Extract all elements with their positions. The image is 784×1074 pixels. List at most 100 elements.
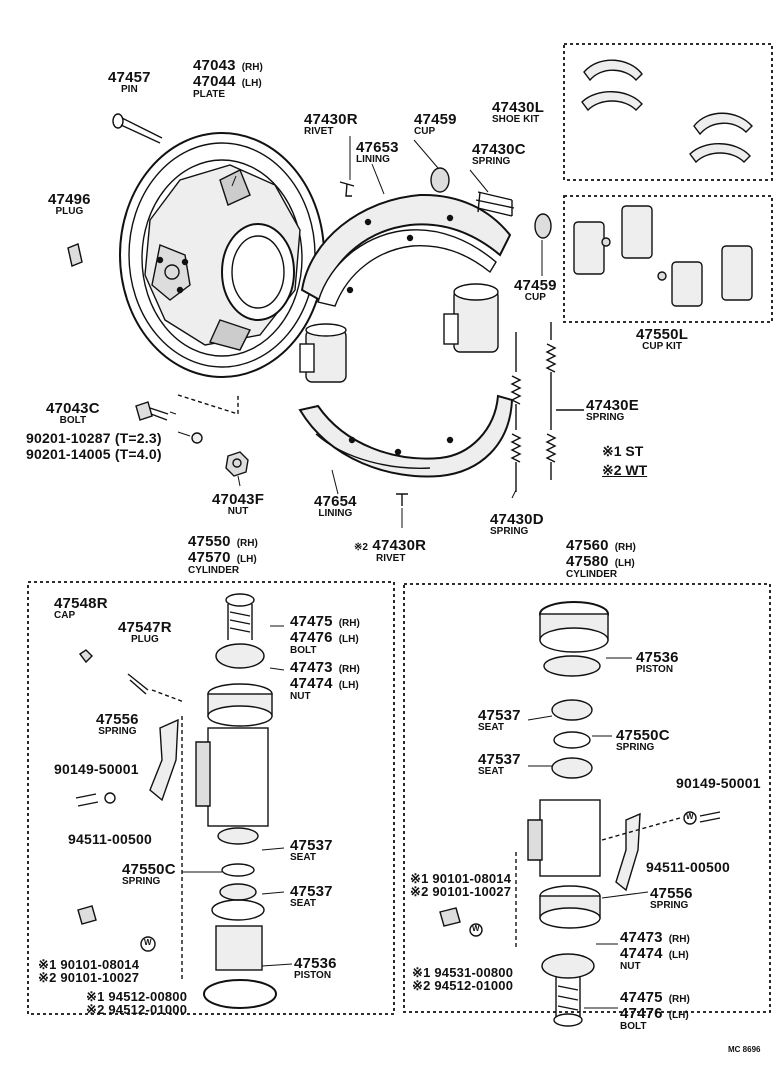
- label-washer-std-left: ※1 94512-00800 ※2 94512-01000: [86, 990, 187, 1016]
- part-name: RIVET: [304, 126, 334, 137]
- part-name: PLUG: [130, 634, 159, 645]
- label-spring-556-left: 47556 SPRING: [96, 712, 139, 737]
- part-number: 47653: [356, 139, 399, 156]
- left-cylinder-box: [27, 581, 395, 1015]
- part-name: RIVET: [376, 553, 406, 564]
- suffix-rh: (RH): [668, 934, 690, 945]
- part-number: 47459: [514, 277, 557, 294]
- part-number: 47430E: [586, 397, 639, 414]
- label-bolt-c: 47043C BOLT: [46, 401, 100, 426]
- label-spring-e: 47430E SPRING: [586, 398, 639, 423]
- shoe-kit-box: [563, 43, 773, 181]
- adjuster-bolt-drawing: [135, 401, 249, 477]
- part-name: PISTON: [294, 970, 332, 981]
- washer-mark-left: W: [144, 938, 152, 947]
- pin-drawing: [112, 113, 163, 144]
- label-washer-4-0: 90201-14005 (T=4.0): [26, 446, 162, 462]
- part-number: 47459: [414, 111, 457, 128]
- label-spring-c: 47430C SPRING: [472, 142, 526, 167]
- part-name: CUP: [414, 126, 436, 137]
- part-number-rh: 47475: [290, 613, 333, 630]
- right-cylinder-box: [403, 583, 771, 1013]
- part-number-lh: 47044: [193, 73, 236, 90]
- drawing-code: MC 8696: [728, 1045, 761, 1054]
- part-name: SEAT: [478, 722, 504, 733]
- part-number: 47556: [96, 711, 139, 728]
- part-number-rh: 47475: [620, 989, 663, 1006]
- part-number: 47550L: [636, 326, 689, 343]
- part-number: 47043F: [212, 491, 265, 508]
- label-nut-left: 47473(RH) 47474(LH) NUT: [290, 660, 360, 702]
- part-number: 47537: [478, 751, 521, 768]
- part-number: 47430R: [372, 537, 427, 554]
- part-name: SEAT: [290, 898, 316, 909]
- part-name: SPRING: [490, 526, 529, 537]
- part-name: NUT: [227, 506, 249, 517]
- part-name: CUP KIT: [642, 341, 682, 352]
- label-washer-2-3: 90201-10287 (T=2.3): [26, 430, 162, 446]
- label-rivet-bottom: ※2 47430R RIVET: [354, 538, 426, 564]
- backing-plate-drawing: [119, 132, 325, 415]
- rivet-top-drawing: [339, 181, 355, 197]
- std-bolt-line-2: ※2 90101-10027: [38, 970, 140, 985]
- label-rivet-top: 47430R RIVET: [304, 112, 358, 137]
- std-washer-line-1: ※1 94512-00800: [86, 989, 188, 1004]
- part-number-lh: 47476: [290, 629, 333, 646]
- suffix-rh: (RH): [614, 542, 636, 553]
- label-cylinder-left: 47550(RH) 47570(LH) CYLINDER: [188, 534, 258, 576]
- legend-st: ※1 ST: [602, 443, 644, 459]
- label-piston-left: 47536 PISTON: [294, 956, 337, 981]
- part-name: SPRING: [98, 726, 137, 737]
- part-number-rh: 47550: [188, 533, 231, 550]
- label-lining-bottom: 47654 LINING: [314, 494, 357, 519]
- part-name: CAP: [54, 610, 76, 621]
- part-number-lh: 47476: [620, 1005, 663, 1022]
- label-nut-f: 47043F NUT: [212, 492, 264, 517]
- suffix-lh: (LH): [338, 680, 359, 691]
- part-number: 47536: [636, 649, 679, 666]
- right-cylinder-exploded-drawing: [439, 601, 721, 1027]
- part-name: SEAT: [290, 852, 316, 863]
- label-nut-right: 47473(RH) 47474(LH) NUT: [620, 930, 690, 972]
- leader-lines: [169, 136, 649, 1009]
- std-washer-line-1: ※1 94531-00800: [412, 965, 514, 980]
- hold-down-parts-drawing: [430, 167, 552, 239]
- label-seat-right-2: 47537 SEAT: [478, 752, 521, 777]
- part-number-rh: 47473: [290, 659, 333, 676]
- part-number: 47430C: [472, 141, 526, 158]
- part-number-lh: 47474: [290, 675, 333, 692]
- label-cap-left: 47548R CAP: [54, 596, 108, 621]
- part-name: SEAT: [478, 766, 504, 777]
- part-number-lh: 47474: [620, 945, 663, 962]
- std-washer-line-2: ※2 94512-01000: [412, 978, 514, 993]
- part-number: 47537: [290, 883, 333, 900]
- part-name: PIN: [121, 84, 138, 95]
- label-pin: 47457 PIN: [108, 70, 151, 95]
- part-name: BOLT: [59, 415, 87, 426]
- part-number: 47654: [314, 493, 357, 510]
- suffix-lh: (LH): [241, 78, 262, 89]
- suffix-lh: (LH): [236, 554, 257, 565]
- rear-cylinder-drawing: [443, 283, 499, 353]
- std-bolt-line-2: ※2 90101-10027: [410, 884, 512, 899]
- suffix-rh: (RH): [241, 62, 263, 73]
- washer-mark-right-screw: W: [686, 812, 694, 821]
- part-number: 47556: [650, 885, 693, 902]
- suffix-lh: (LH): [614, 558, 635, 569]
- part-number-rh: 47560: [566, 537, 609, 554]
- part-name: PLUG: [55, 206, 84, 217]
- standard-mark: ※2: [354, 542, 368, 553]
- part-number: 47537: [478, 707, 521, 724]
- part-name: SHOE KIT: [492, 114, 540, 125]
- part-number: 47550C: [122, 861, 176, 878]
- part-number: 47550C: [616, 727, 670, 744]
- part-name: SPRING: [616, 742, 655, 753]
- top-brake-shoe-drawing: [300, 193, 512, 307]
- part-number-lh: 47570: [188, 549, 231, 566]
- part-name: SPRING: [122, 876, 161, 887]
- std-bolt-line-1: ※1 90101-08014: [38, 957, 140, 972]
- part-name: CUP: [524, 292, 546, 303]
- part-number-lh: 47580: [566, 553, 609, 570]
